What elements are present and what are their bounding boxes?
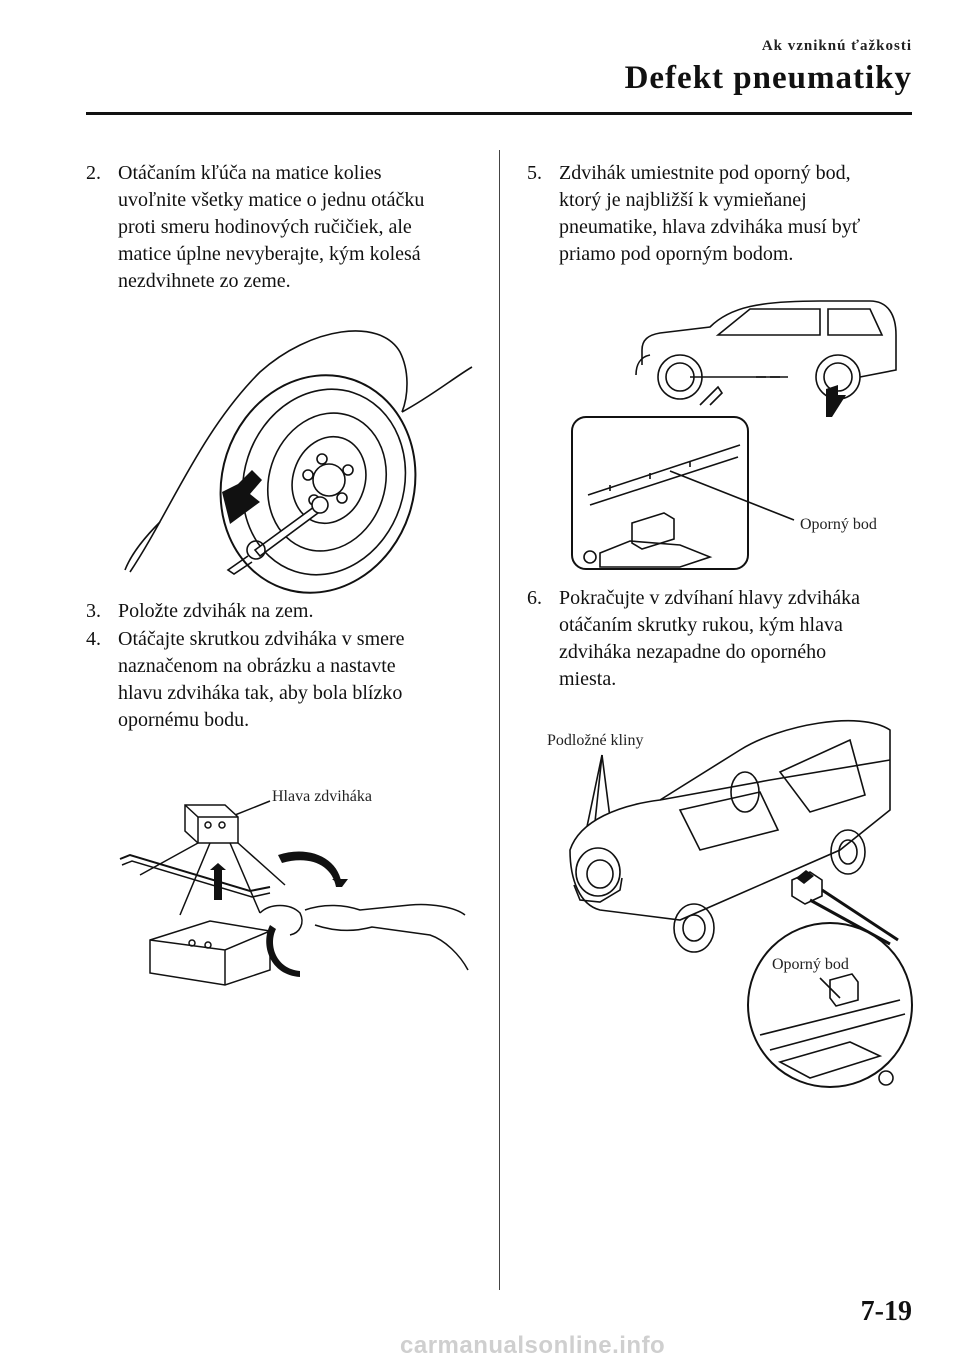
step-line: uvoľnite všetky matice o jednu otáčku: [118, 189, 425, 211]
step-line: nezdvihnete zo zeme.: [118, 270, 291, 292]
car-jack-point-illustration: [570, 295, 900, 575]
scissor-jack-illustration: [110, 795, 475, 1005]
step-line: priamo pod oporným bodom.: [559, 243, 794, 265]
step-line: Pokračujte v zdvíhaní hlavy zdviháka: [559, 587, 861, 609]
step-line: Položte zdvihák na zem.: [118, 600, 314, 622]
step-line: opornému bodu.: [118, 709, 250, 731]
step-line: Otáčaním kľúča na matice kolies: [118, 162, 382, 184]
wheel-wrench-illustration: [110, 312, 480, 582]
step-4: 4. Otáčajte skrutkou zdviháka v smere na…: [86, 626, 486, 734]
step-number: 4.: [86, 628, 101, 650]
step-number: 2.: [86, 162, 101, 184]
section-subtitle: Ak vzniknú ťažkosti: [761, 38, 912, 54]
watermark: carmanualsonline.info: [400, 1332, 666, 1359]
step-2: 2. Otáčaním kľúča na matice kolies uvoľn…: [86, 160, 486, 295]
step-line: otáčaním skrutky rukou, kým hlava: [559, 614, 843, 636]
header-rule: [86, 112, 912, 115]
step-line: proti smeru hodinových ručičiek, ale: [118, 216, 412, 238]
section-title: Defekt pneumatiky: [624, 60, 912, 96]
jack-head-label: Hlava zdviháka: [272, 788, 372, 805]
jack-point-label-1: Oporný bod: [800, 516, 877, 533]
step-6: 6. Pokračujte v zdvíhaní hlavy zdviháka …: [527, 585, 927, 693]
step-line: Otáčajte skrutkou zdviháka v smere: [118, 628, 405, 650]
step-line: ktorý je najbližší k vymieňanej: [559, 189, 807, 211]
step-line: zdviháka nezapadne do oporného: [559, 641, 827, 663]
step-line: pneumatike, hlava zdviháka musí byť: [559, 216, 861, 238]
step-5: 5. Zdvihák umiestnite pod oporný bod, kt…: [527, 160, 927, 268]
wedges-label: Podložné kliny: [547, 732, 644, 749]
step-3: 3. Položte zdvihák na zem.: [86, 598, 486, 625]
page-number: 7-19: [860, 1296, 912, 1327]
step-line: hlavu zdviháka tak, aby bola blízko: [118, 682, 403, 704]
step-line: naznačenom na obrázku a nastavte: [118, 655, 396, 677]
step-line: miesta.: [559, 668, 617, 690]
column-divider: [499, 150, 500, 1290]
step-line: Zdvihák umiestnite pod oporný bod,: [559, 162, 851, 184]
step-number: 6.: [527, 587, 542, 609]
step-line: matice úplne nevyberajte, kým kolesá: [118, 243, 421, 265]
step-number: 3.: [86, 600, 101, 622]
step-number: 5.: [527, 162, 542, 184]
car-wedges-illustration: [560, 700, 930, 1100]
jack-point-label-2: Oporný bod: [772, 956, 849, 973]
